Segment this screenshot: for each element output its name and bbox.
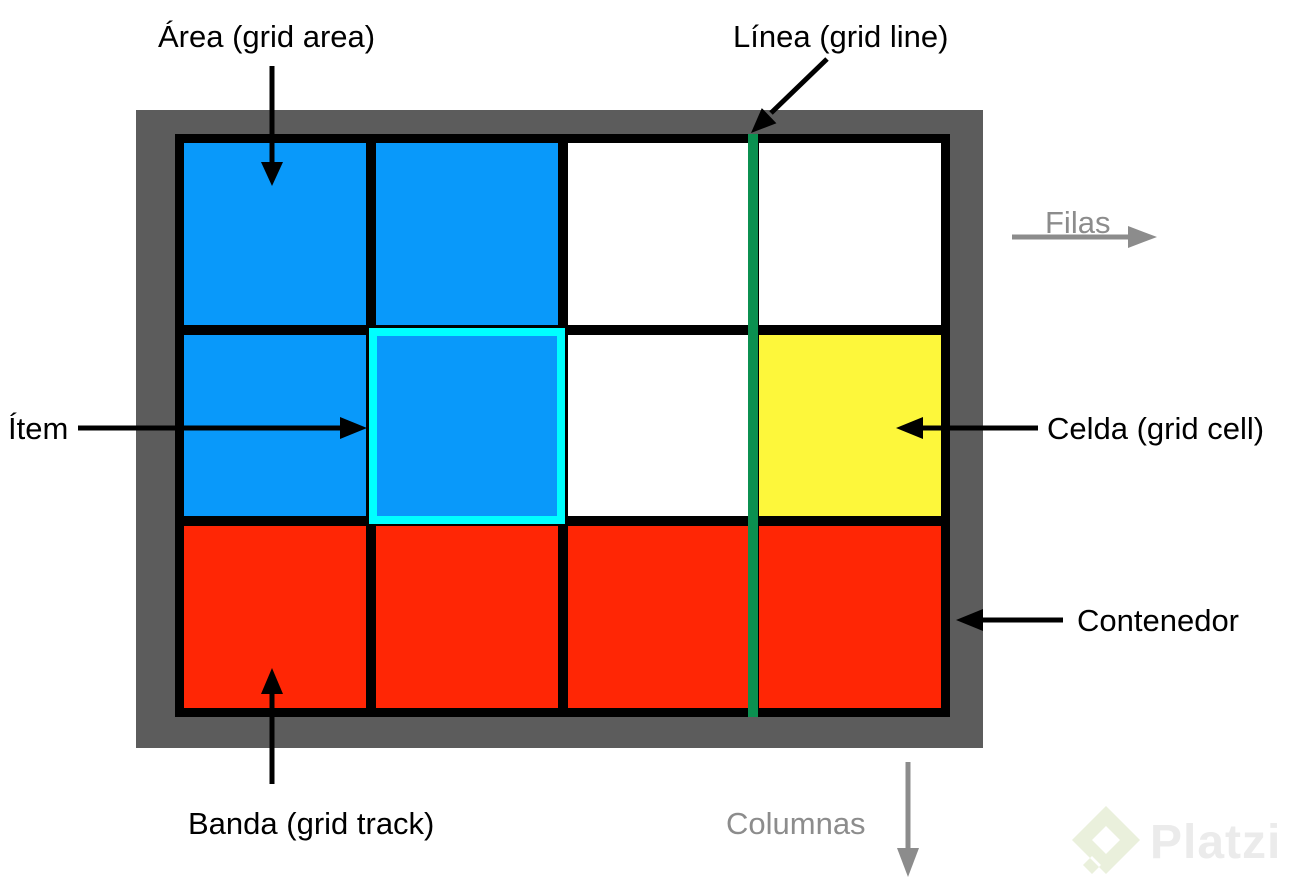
platzi-watermark: Platzi bbox=[1070, 804, 1281, 880]
area-label: Área (grid area) bbox=[158, 19, 376, 54]
grid-cell-r3-c3 bbox=[567, 526, 750, 708]
banda-arrow-icon bbox=[261, 668, 283, 784]
item-arrow-icon bbox=[78, 417, 367, 439]
celda-label: Celda (grid cell) bbox=[1047, 411, 1265, 446]
grid bbox=[175, 134, 950, 717]
grid-cell-r1-c3 bbox=[567, 143, 750, 325]
grid-cell-r1-c4 bbox=[759, 143, 941, 325]
grid-line-marker bbox=[748, 134, 758, 717]
linea-label: Línea (grid line) bbox=[733, 19, 949, 54]
columnas-label: Columnas bbox=[726, 806, 866, 841]
grid-cell-r2-c3 bbox=[567, 334, 750, 517]
grid-container bbox=[136, 110, 983, 748]
linea-arrow-icon bbox=[751, 57, 829, 133]
columnas-arrow-icon bbox=[897, 762, 919, 877]
contenedor-arrow-icon bbox=[956, 609, 1063, 631]
grid-cell-r3-c2 bbox=[375, 526, 558, 708]
area-arrow-icon bbox=[261, 66, 283, 186]
platzi-logo-icon bbox=[1072, 806, 1140, 874]
celda-arrow-icon bbox=[896, 417, 1038, 439]
contenedor-label: Contenedor bbox=[1077, 603, 1240, 638]
banda-label: Banda (grid track) bbox=[188, 806, 435, 841]
grid-item-highlight bbox=[369, 328, 565, 524]
platzi-wordmark: Platzi bbox=[1150, 815, 1282, 869]
grid-cell-r1-c2 bbox=[375, 143, 558, 325]
item-label: Ítem bbox=[8, 411, 69, 446]
filas-arrow-icon bbox=[1012, 226, 1157, 248]
grid-cell-r2-c1 bbox=[184, 334, 366, 517]
grid-cell-r3-c4 bbox=[759, 526, 941, 708]
filas-label: Filas bbox=[1045, 205, 1111, 240]
